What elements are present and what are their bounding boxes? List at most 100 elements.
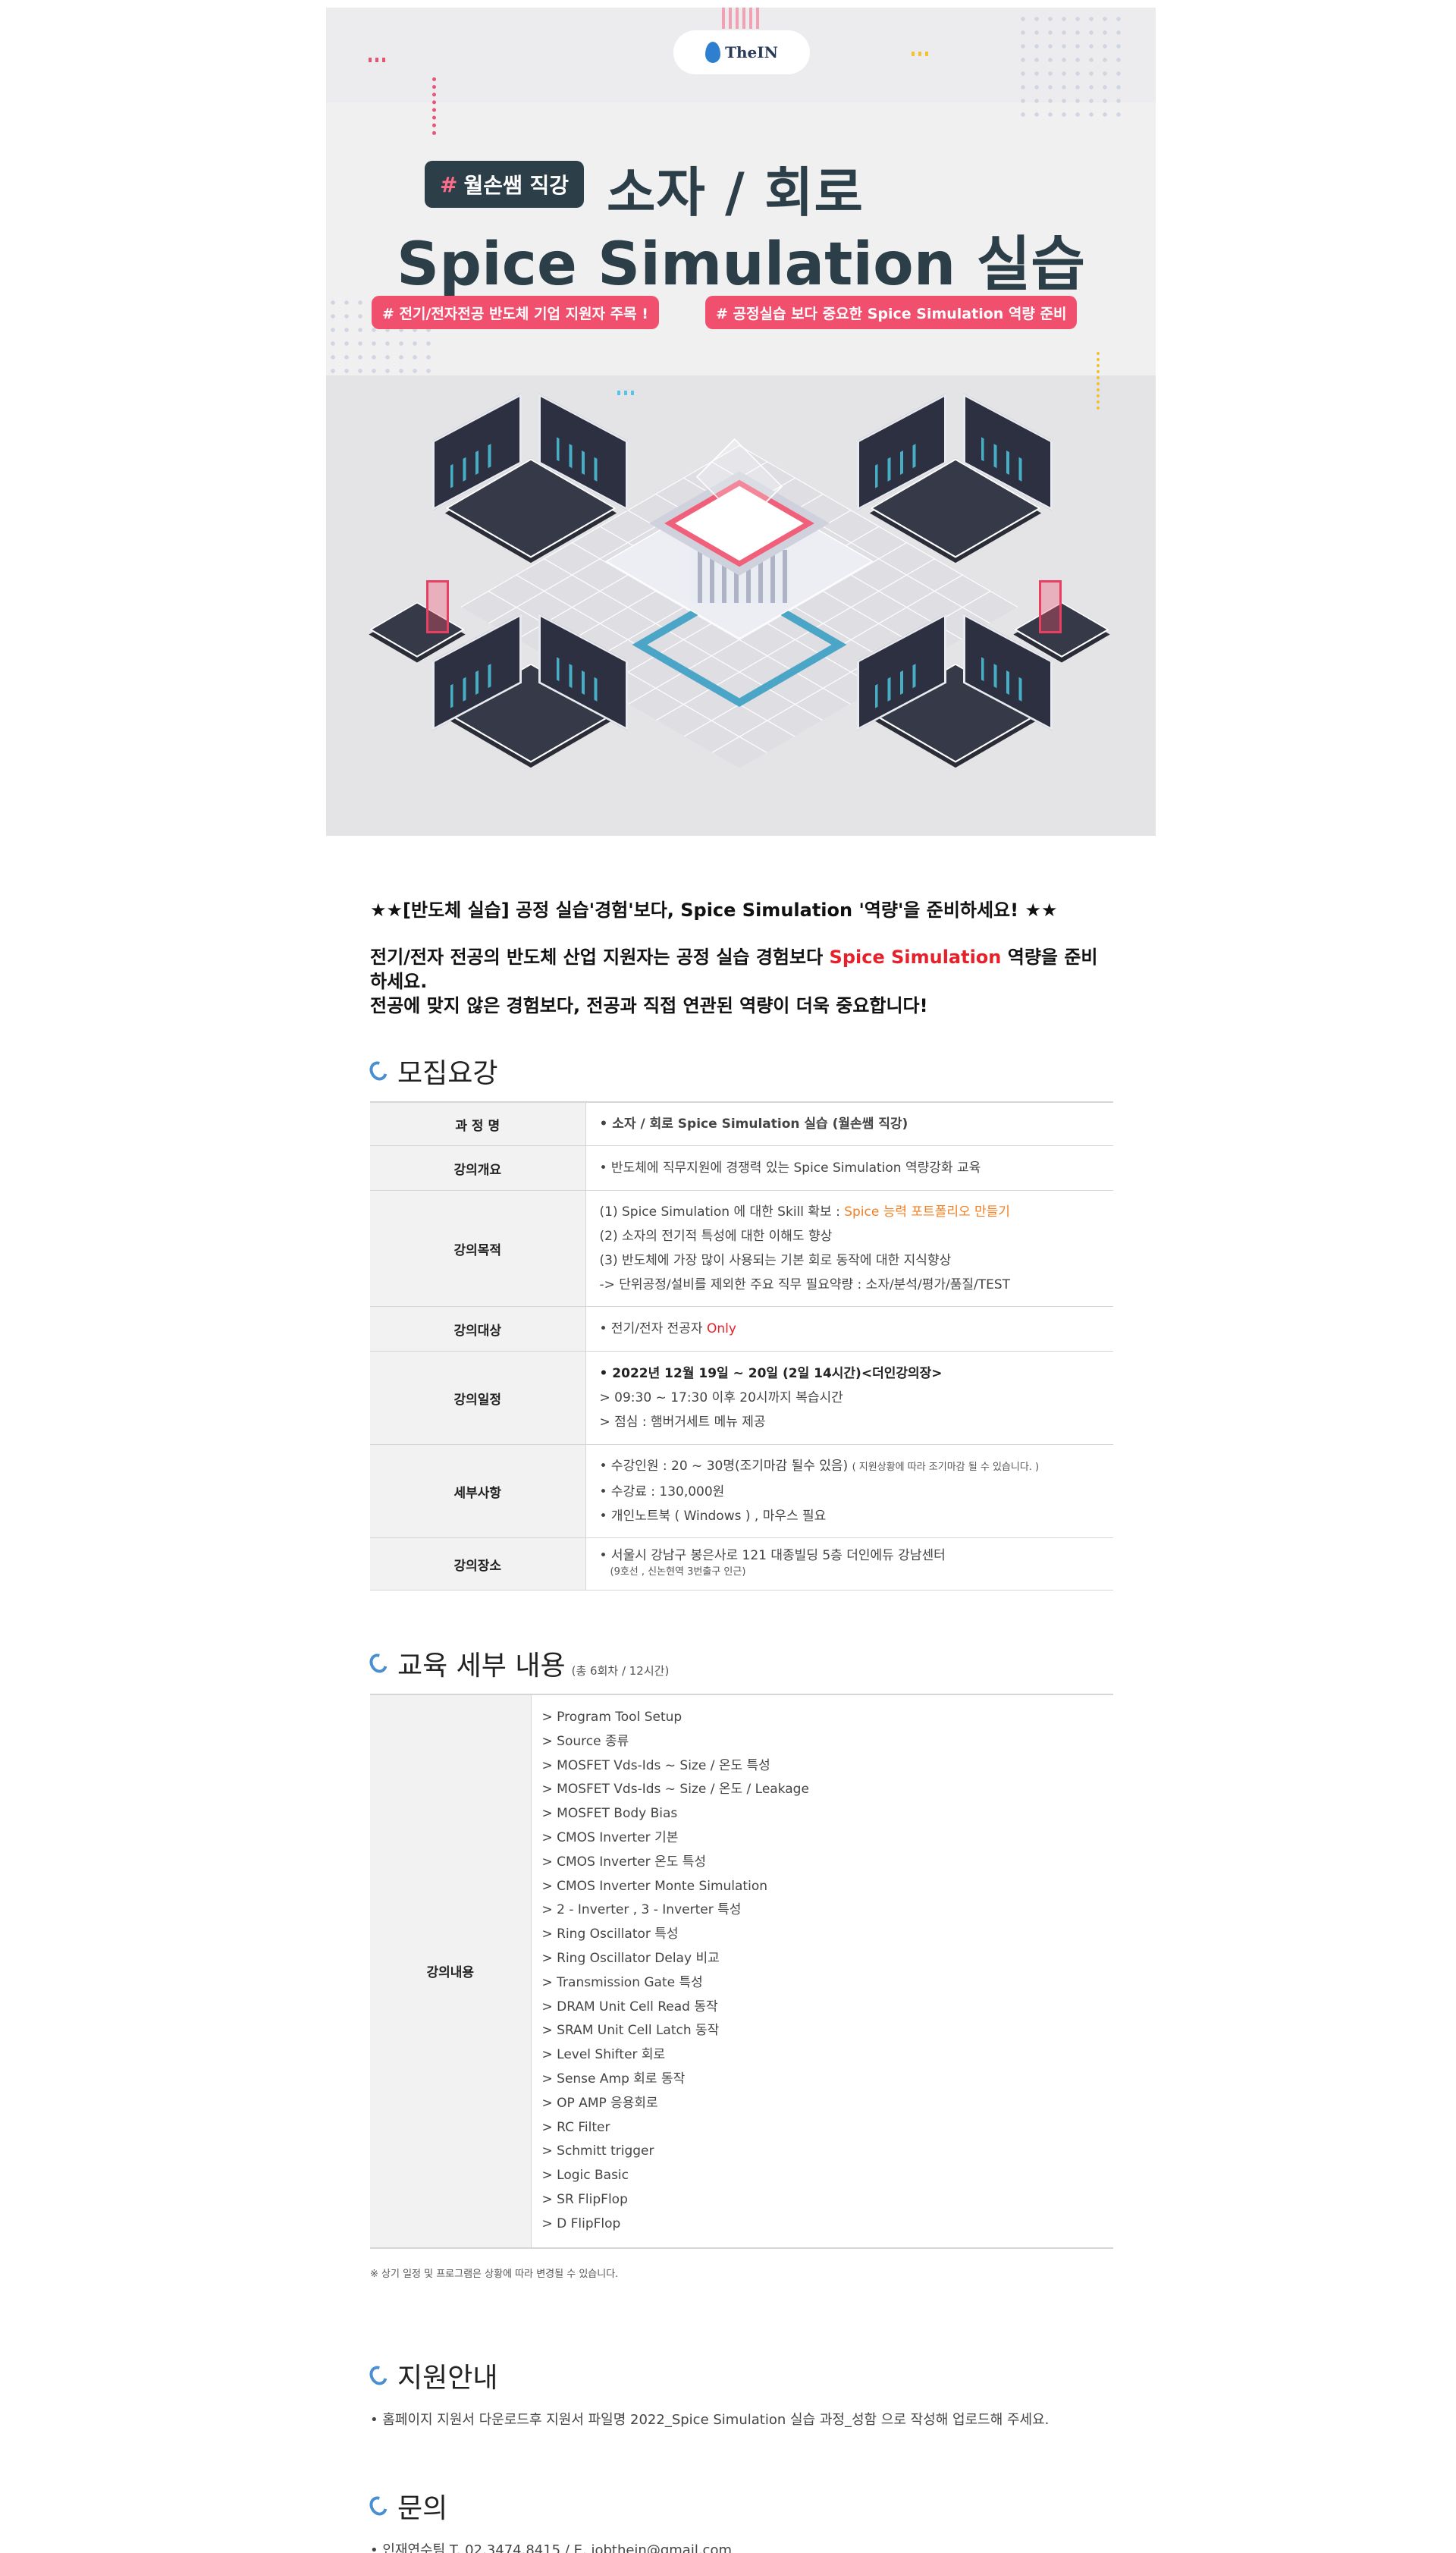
section-curriculum-subtitle: (총 6회차 / 12시간) [571,1664,670,1678]
row-label: 강의개요 [370,1145,586,1191]
curriculum-item: > Sense Amp 회로 동작 [541,2071,686,2087]
details-line: • 수강인원 : 20 ~ 30명(조기마감 될수 있음) ( 지원상황에 따라… [600,1454,1100,1480]
table-row: 세부사항 • 수강인원 : 20 ~ 30명(조기마감 될수 있음) ( 지원상… [370,1444,1113,1538]
details-line: • 개인노트북 ( Windows ) , 마우스 필요 [599,1509,827,1524]
row-value: > Program Tool Setup > Source 종류 > MOSFET … [531,1694,1113,2249]
decorative-dots [617,391,635,395]
goal-highlight: Spice 능력 포트폴리오 만들기 [844,1204,1010,1220]
decorative-dots [912,52,930,56]
decorative-stripes [722,8,760,29]
curriculum-item: > CMOS Inverter 기본 [541,1829,679,1845]
curriculum-item: > Transmission Gate 특성 [541,1974,703,1990]
curriculum-item: > Ring Oscillator 특성 [541,1927,679,1942]
apply-text: • 홈페이지 지원서 다운로드후 지원서 파일명 2022_Spice Simu… [370,2411,1050,2428]
row-value: • 2022년 12월 19일 ~ 20일 (2일 14시간)<더인강의장> >… [585,1351,1113,1445]
row-label: 세부사항 [370,1444,586,1538]
goal-text: (1) Spice Simulation 에 대한 Skill 확보 : [599,1204,845,1220]
thein-logo: TheIN [673,30,810,74]
row-value: • 전기/전자 전공자 Only [585,1306,1113,1352]
table-row: 강의일정 • 2022년 12월 19일 ~ 20일 (2일 14시간)<더인강… [370,1351,1113,1445]
curriculum-item: > Ring Oscillator Delay 비교 [541,1950,720,1966]
pink-tower [1039,580,1062,633]
logo-text: TheIN [725,43,778,61]
section-recruit-label: 모집요강 [397,1058,498,1089]
row-label: 강의목적 [370,1190,586,1307]
schedule-line: > 점심 : 햄버거세트 메뉴 제공 [599,1415,766,1430]
target-highlight: Only [706,1321,736,1336]
curriculum-item: > DRAM Unit Cell Read 동작 [541,1999,718,2014]
banner-title-line2: Spice Simulation 실습 [397,231,1085,299]
curriculum-item: > CMOS Inverter 온도 특성 [541,1854,707,1870]
banner-pill-right: # 공정실습 보다 중요한 Spice Simulation 역량 준비 [705,296,1078,329]
table-row: 강의내용 > Program Tool Setup> Source 종류> MO… [370,1694,1113,2249]
decorative-dots [369,58,387,62]
goal-line: (3) 반도체에 가장 많이 사용되는 기본 회로 동작에 대한 지식향상 [599,1253,952,1268]
curriculum-item: > MOSFET Body Bias [541,1806,678,1822]
curriculum-item: > D FlipFlop [541,2215,621,2231]
section-recruit-title: 모집요강 [366,1051,1113,1091]
row-value: • 반도체에 직무지원에 경쟁력 있는 Spice Simulation 역량강… [585,1145,1113,1191]
place-line: • 서울시 강남구 봉은사로 121 대종빌딩 5층 더인에듀 강남센터 [599,1548,946,1563]
table-row: 강의개요 • 반도체에 직무지원에 경쟁력 있는 Spice Simulatio… [370,1145,1113,1191]
row-label: 강의대상 [370,1306,586,1352]
curriculum-item: > Level Shifter 회로 [541,2047,666,2063]
schedule-change-note: ※ 상기 일정 및 프로그램은 상황에 따라 변경될 수 있습니다. [370,2268,619,2280]
details-text: • 수강인원 : 20 ~ 30명(조기마감 될수 있음) [599,1459,849,1474]
intro-highlight: Spice Simulation [829,947,1002,968]
pink-tower [426,580,449,633]
goal-line: (1) Spice Simulation 에 대한 Skill 확보 : Spi… [600,1200,1100,1224]
main-content: ★★[반도체 실습] 공정 실습'경험'보다, Spice Simulation… [366,897,1113,2553]
table-row: 과 정 명 • 소자 / 회로 Spice Simulation 실습 (월손쌤… [370,1102,1113,1146]
schedule-line: • 2022년 12월 19일 ~ 20일 (2일 14시간)<더인강의장> [599,1366,943,1381]
table-row: 강의대상 • 전기/전자 전공자 Only [370,1306,1113,1352]
instructor-tag-label: 월손쌤 직강 [463,173,570,198]
curriculum-item: > MOSFET Vds-Ids ~ Size / 온도 / Leakage [541,1782,809,1798]
curriculum-item: > Schmitt trigger [541,2143,654,2159]
section-contact-label: 문의 [397,2492,448,2524]
table-row: 강의장소 • 서울시 강남구 봉은사로 121 대종빌딩 5층 더인에듀 강남센… [370,1537,1113,1591]
curriculum-item: > RC Filter [541,2119,610,2135]
section-curriculum-label: 교육 세부 내용 [397,1650,566,1682]
row-label: 과 정 명 [370,1102,586,1146]
intro-text-line2: 전공에 맞지 않은 경험보다, 전공과 직접 연관된 역량이 더욱 중요합니다! [370,995,928,1016]
curriculum-item: > OP AMP 응용회로 [541,2095,658,2111]
section-icon [366,1650,391,1676]
banner-pill-left: # 전기/전자전공 반도체 기업 지원자 주목 ! [372,296,659,329]
section-icon [366,2492,391,2519]
decorative-squiggle [1097,352,1104,410]
table-row: 강의목적 (1) Spice Simulation 에 대한 Skill 확보 … [370,1190,1113,1307]
row-value: • 서울시 강남구 봉은사로 121 대종빌딩 5층 더인에듀 강남센터 (9호… [585,1537,1113,1591]
section-apply-label: 지원안내 [397,2362,498,2394]
place-line: (9호선 , 신논현역 3번출구 인근) [610,1566,746,1578]
section-contact-title: 문의 [366,2486,1113,2526]
row-label: 강의장소 [370,1537,586,1591]
goal-line: -> 단위공정/설비를 제외한 주요 직무 필요약량 : 소자/분석/평가/품질… [599,1277,1011,1292]
row-label: 강의일정 [370,1351,586,1445]
semiconductor-illustration [356,387,1122,812]
section-curriculum-title: 교육 세부 내용 (총 6회차 / 12시간) [366,1644,1113,1683]
schedule-line: > 09:30 ~ 17:30 이후 20시까지 복습시간 [599,1390,843,1405]
row-value: (1) Spice Simulation 에 대한 Skill 확보 : Spi… [585,1190,1113,1307]
section-icon [366,1058,391,1084]
decorative-dot-grid [1016,12,1130,126]
row-value: • 수강인원 : 20 ~ 30명(조기마감 될수 있음) ( 지원상황에 따라… [585,1444,1113,1538]
details-note: ( 지원상황에 따라 조기마감 될 수 있습니다. ) [852,1462,1040,1473]
curriculum-item: > SRAM Unit Cell Latch 동작 [541,2023,720,2039]
recruit-table: 과 정 명 • 소자 / 회로 Spice Simulation 실습 (월손쌤… [370,1101,1113,1591]
banner-title-line1: 소자 / 회로 [607,162,864,224]
hash-icon: # [440,171,458,197]
curriculum-table: 강의내용 > Program Tool Setup> Source 종류> MO… [370,1694,1113,2249]
side-tile-left [369,601,466,658]
curriculum-item: > Source 종류 [541,1733,629,1749]
target-text: • 전기/전자 전공자 [599,1321,707,1336]
curriculum-item: > 2 - Inverter , 3 - Inverter 특성 [541,1902,742,1918]
hero-banner: TheIN # 월손쌤 직강 소자 / 회로 Spice Simulation … [326,8,1156,836]
decorative-squiggle [432,77,443,135]
curriculum-item: > CMOS Inverter Monte Simulation [541,1878,768,1894]
intro-text: 역량을 준비하세요. [370,947,1098,992]
instructor-tag: # 월손쌤 직강 [425,161,585,208]
intro-text: 전기/전자 전공의 반도체 산업 지원자는 공정 실습 경험보다 [370,947,830,968]
section-apply-title: 지원안내 [366,2356,1113,2395]
curriculum-item: > Program Tool Setup [541,1710,682,1725]
logo-drop-icon [705,42,721,63]
